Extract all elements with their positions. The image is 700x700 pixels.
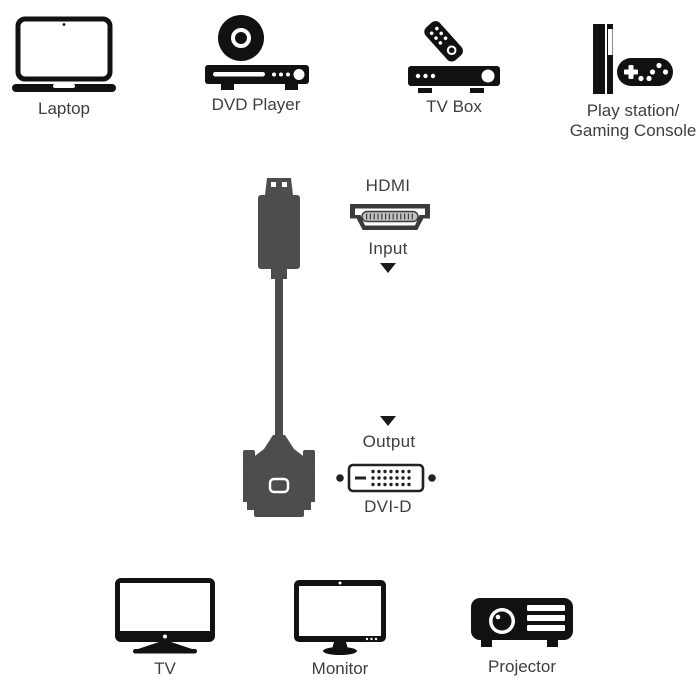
input-direction-label: Input [368, 239, 408, 258]
output-direction-label: Output [362, 432, 416, 451]
laptop-icon [12, 16, 116, 92]
display-tv: TV [110, 576, 220, 679]
dvd-player-icon [205, 15, 309, 90]
tv-icon [115, 578, 215, 654]
gaming-console-label: Play station/ Gaming Console [570, 101, 697, 141]
hdmi-port-icon [350, 204, 430, 230]
source-dvd-player: DVD Player [196, 12, 316, 115]
source-gaming-console: Play station/ Gaming Console [568, 18, 698, 141]
dvd-player-label: DVD Player [211, 95, 301, 114]
laptop-label: Laptop [38, 99, 90, 118]
monitor-label: Monitor [311, 659, 369, 678]
hdmi-port-label: HDMI [365, 176, 411, 195]
gaming-console-label-line2: Gaming Console [569, 121, 697, 140]
hdmi-cable-icon [243, 178, 315, 517]
tv-box-label: TV Box [426, 97, 482, 116]
source-laptop: Laptop [6, 16, 122, 119]
display-projector: Projector [466, 588, 578, 677]
dvi-port-label: DVI-D [364, 497, 412, 516]
display-monitor: Monitor [290, 578, 390, 679]
arrow-down-icon [380, 263, 396, 273]
tv-label: TV [154, 659, 176, 678]
monitor-icon [294, 580, 386, 655]
tv-box-icon [408, 21, 500, 93]
source-tv-box: TV Box [398, 14, 510, 117]
dvi-port-icon [336, 463, 436, 493]
arrow-down-icon [380, 416, 396, 426]
gaming-console-icon [593, 24, 673, 94]
projector-label: Projector [487, 657, 557, 676]
gaming-console-label-line1: Play station/ [586, 101, 680, 120]
projector-icon [471, 598, 573, 647]
